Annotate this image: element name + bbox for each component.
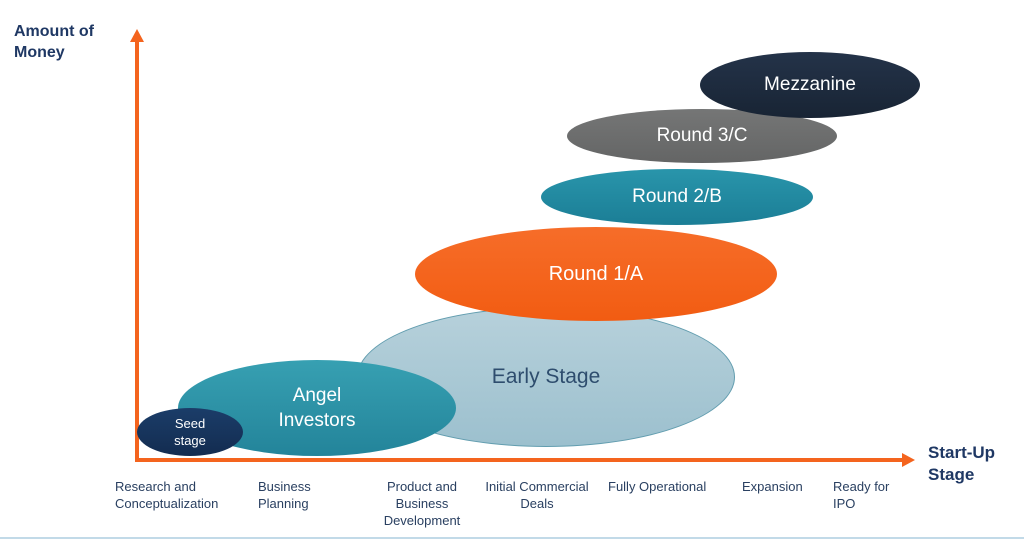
- stage-label-expansion: Expansion: [742, 479, 803, 494]
- stage-label-business-planning: Business Planning: [258, 479, 311, 511]
- bubble-label-early-stage: Early Stage: [491, 365, 601, 388]
- stage-label-research-conceptualization: Research and Conceptualization: [115, 479, 219, 511]
- bubble-round-2b: Round 2/B: [541, 169, 813, 225]
- x-axis-line: [135, 458, 904, 462]
- stage-label-product-business-development: Product and Business Development: [383, 479, 461, 528]
- bubble-label-mezzanine: Mezzanine: [764, 74, 856, 95]
- stage-label-ready-for-ipo: Ready for IPO: [833, 479, 890, 511]
- bubble-label-round-2b: Round 2/B: [632, 186, 722, 207]
- bubble-label-round-3c: Round 3/C: [656, 125, 748, 146]
- bubble-seed-stage: Seed stage: [137, 408, 243, 456]
- bubble-label-seed-stage: Seed stage: [174, 416, 206, 448]
- y-axis-arrowhead-icon: [130, 29, 144, 42]
- bubble-round-3c: Round 3/C: [567, 109, 837, 163]
- y-axis-line: [135, 41, 139, 462]
- bubble-label-angel-investors: Angel Investors: [278, 385, 356, 431]
- x-axis-title: Start-Up Stage: [928, 443, 996, 484]
- bottom-divider: [0, 537, 1024, 539]
- bubble-label-round-1a: Round 1/A: [548, 263, 644, 285]
- y-axis-title: Amount of Money: [14, 23, 94, 61]
- x-axis-arrowhead-icon: [902, 453, 915, 467]
- bubble-round-1a: Round 1/A: [415, 227, 777, 321]
- stage-label-initial-commercial-deals: Initial Commercial Deals: [485, 479, 589, 511]
- bubble-mezzanine: Mezzanine: [700, 52, 920, 118]
- stage-label-fully-operational: Fully Operational: [608, 479, 707, 494]
